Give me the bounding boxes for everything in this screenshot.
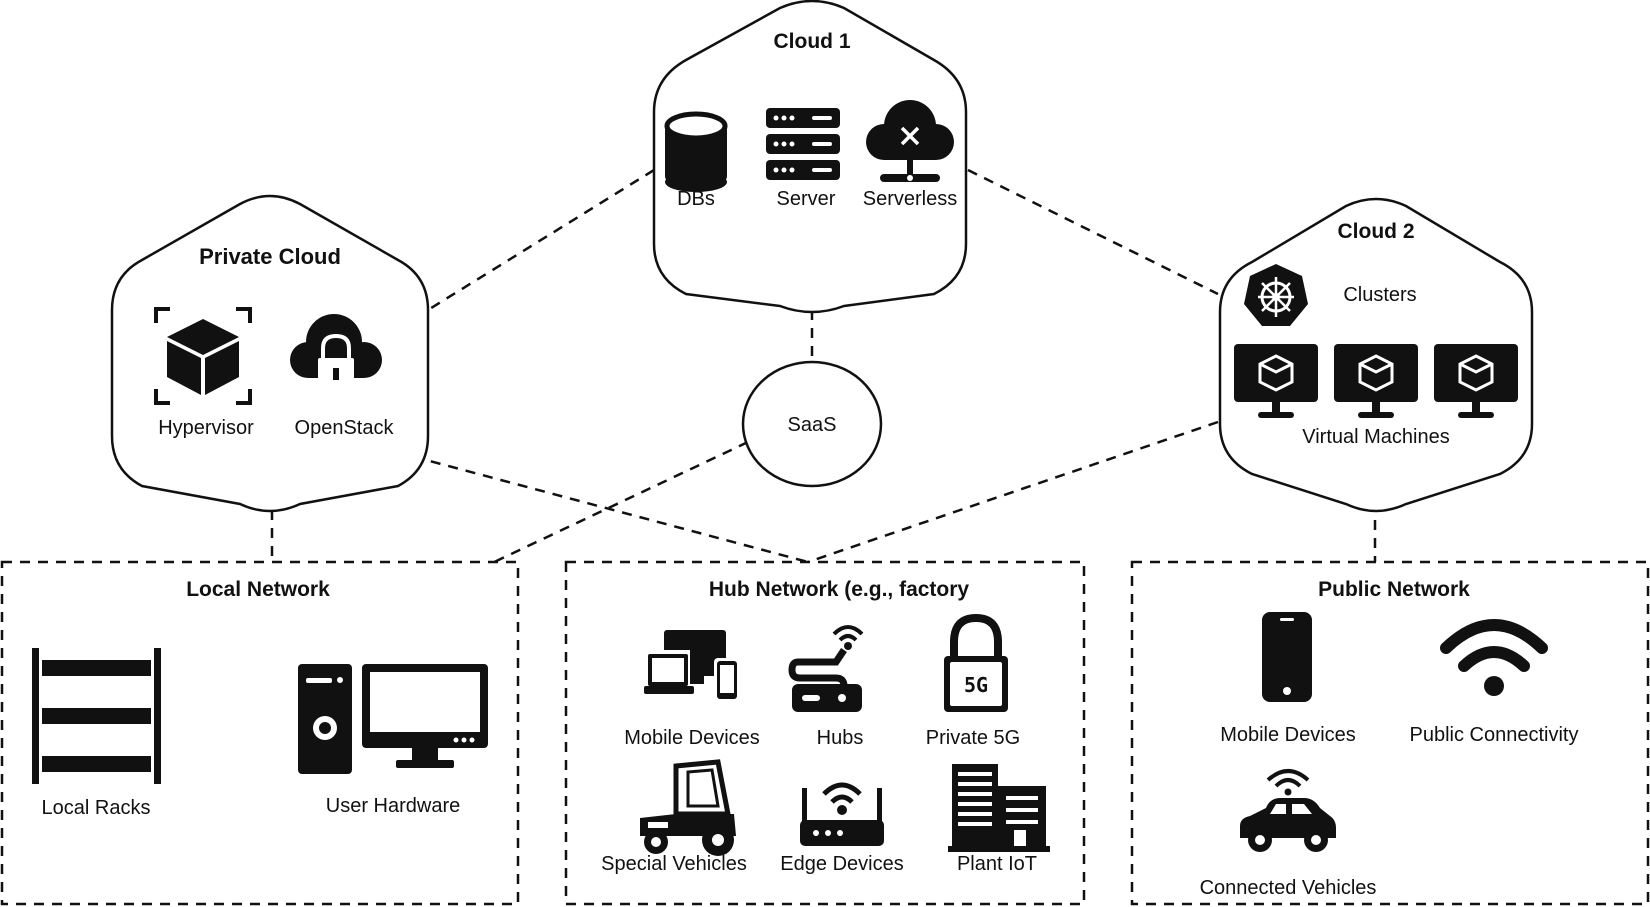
cube-icon	[154, 307, 252, 405]
vm-monitor-icon	[1334, 344, 1418, 418]
local-network-item-label: User Hardware	[326, 795, 460, 817]
hub-icon	[788, 625, 864, 712]
public-network-border	[1130, 560, 1650, 906]
hub-network-border	[564, 560, 1086, 906]
hub-network-item-label: Edge Devices	[780, 853, 903, 875]
hub-network-item-label: Mobile Devices	[624, 727, 760, 749]
connector-private-hub	[395, 450, 809, 564]
router-icon	[800, 782, 884, 846]
local-network-title: Local Network	[186, 578, 330, 601]
local-network-item-label: Local Racks	[42, 797, 151, 819]
connector-saas-local	[489, 440, 749, 566]
hub-network-item-label: Hubs	[817, 727, 864, 749]
wifi-icon	[1440, 619, 1548, 696]
hub-network-item-label: Plant IoT	[957, 853, 1037, 875]
devices-icon	[644, 630, 740, 702]
public-network-panel: Public Network Mobile Devices Public Con…	[1130, 560, 1650, 906]
phone-icon	[1262, 612, 1312, 702]
saas-label: SaaS	[788, 414, 837, 436]
cloud1-hexagon	[652, 0, 968, 314]
vehicle-icon	[640, 759, 736, 856]
connectors	[270, 168, 1377, 566]
cloud1-node: Cloud 1 DBs Server	[652, 0, 968, 314]
private-cloud-title: Private Cloud	[199, 244, 341, 269]
private-cloud-node: Private Cloud Hypervisor OpenStack	[110, 194, 430, 513]
building-icon	[948, 764, 1050, 852]
cloud1-item-label: DBs	[677, 188, 715, 210]
hub-network-title: Hub Network (e.g., factory	[709, 578, 970, 601]
database-icon	[664, 111, 728, 192]
private-cloud-hexagon	[110, 194, 430, 513]
connector-cloud1-cloud2	[967, 168, 1219, 296]
cloud1-title: Cloud 1	[774, 30, 851, 53]
vm-monitor-icon	[1434, 344, 1518, 418]
local-network-border	[0, 560, 520, 906]
cloud-lock-icon	[290, 314, 382, 390]
local-network-panel: Local Network Local Racks User Hardware	[0, 560, 520, 906]
lock-5g-icon: 5G	[944, 613, 1008, 712]
hub-network-panel: Hub Network (e.g., factory Mobile Device…	[564, 560, 1086, 906]
public-network-item-label: Mobile Devices	[1220, 724, 1356, 746]
rack-icon	[32, 648, 161, 784]
public-network-item-label: Connected Vehicles	[1200, 877, 1377, 899]
desktop-icon	[298, 664, 488, 774]
cloud1-item-label: Serverless	[863, 188, 957, 210]
cloud2-vms-label: Virtual Machines	[1302, 426, 1449, 448]
hub-network-item-label: Private 5G	[926, 727, 1020, 749]
connected-car-icon	[1240, 769, 1336, 852]
cloud2-clusters-label: Clusters	[1343, 284, 1416, 306]
cloud1-item-label: Server	[777, 188, 836, 210]
vm-monitor-icon	[1234, 344, 1318, 418]
connector-cloud2-hub	[807, 420, 1219, 564]
cloud2-title: Cloud 2	[1338, 220, 1415, 243]
private-cloud-item-label: OpenStack	[295, 417, 395, 439]
serverless-icon	[866, 100, 954, 182]
saas-circle	[741, 360, 883, 488]
hub-network-item-label: Special Vehicles	[601, 853, 747, 875]
public-network-title: Public Network	[1318, 578, 1470, 601]
connector-cloud1-private	[427, 168, 655, 312]
saas-node: SaaS	[741, 360, 883, 488]
kubernetes-icon	[1244, 264, 1308, 326]
public-network-item-label: Public Connectivity	[1410, 724, 1579, 746]
private-cloud-item-label: Hypervisor	[158, 417, 254, 439]
cloud2-node: Cloud 2 Clusters	[1218, 197, 1534, 513]
five-g-badge: 5G	[964, 673, 988, 697]
server-icon	[766, 108, 840, 180]
